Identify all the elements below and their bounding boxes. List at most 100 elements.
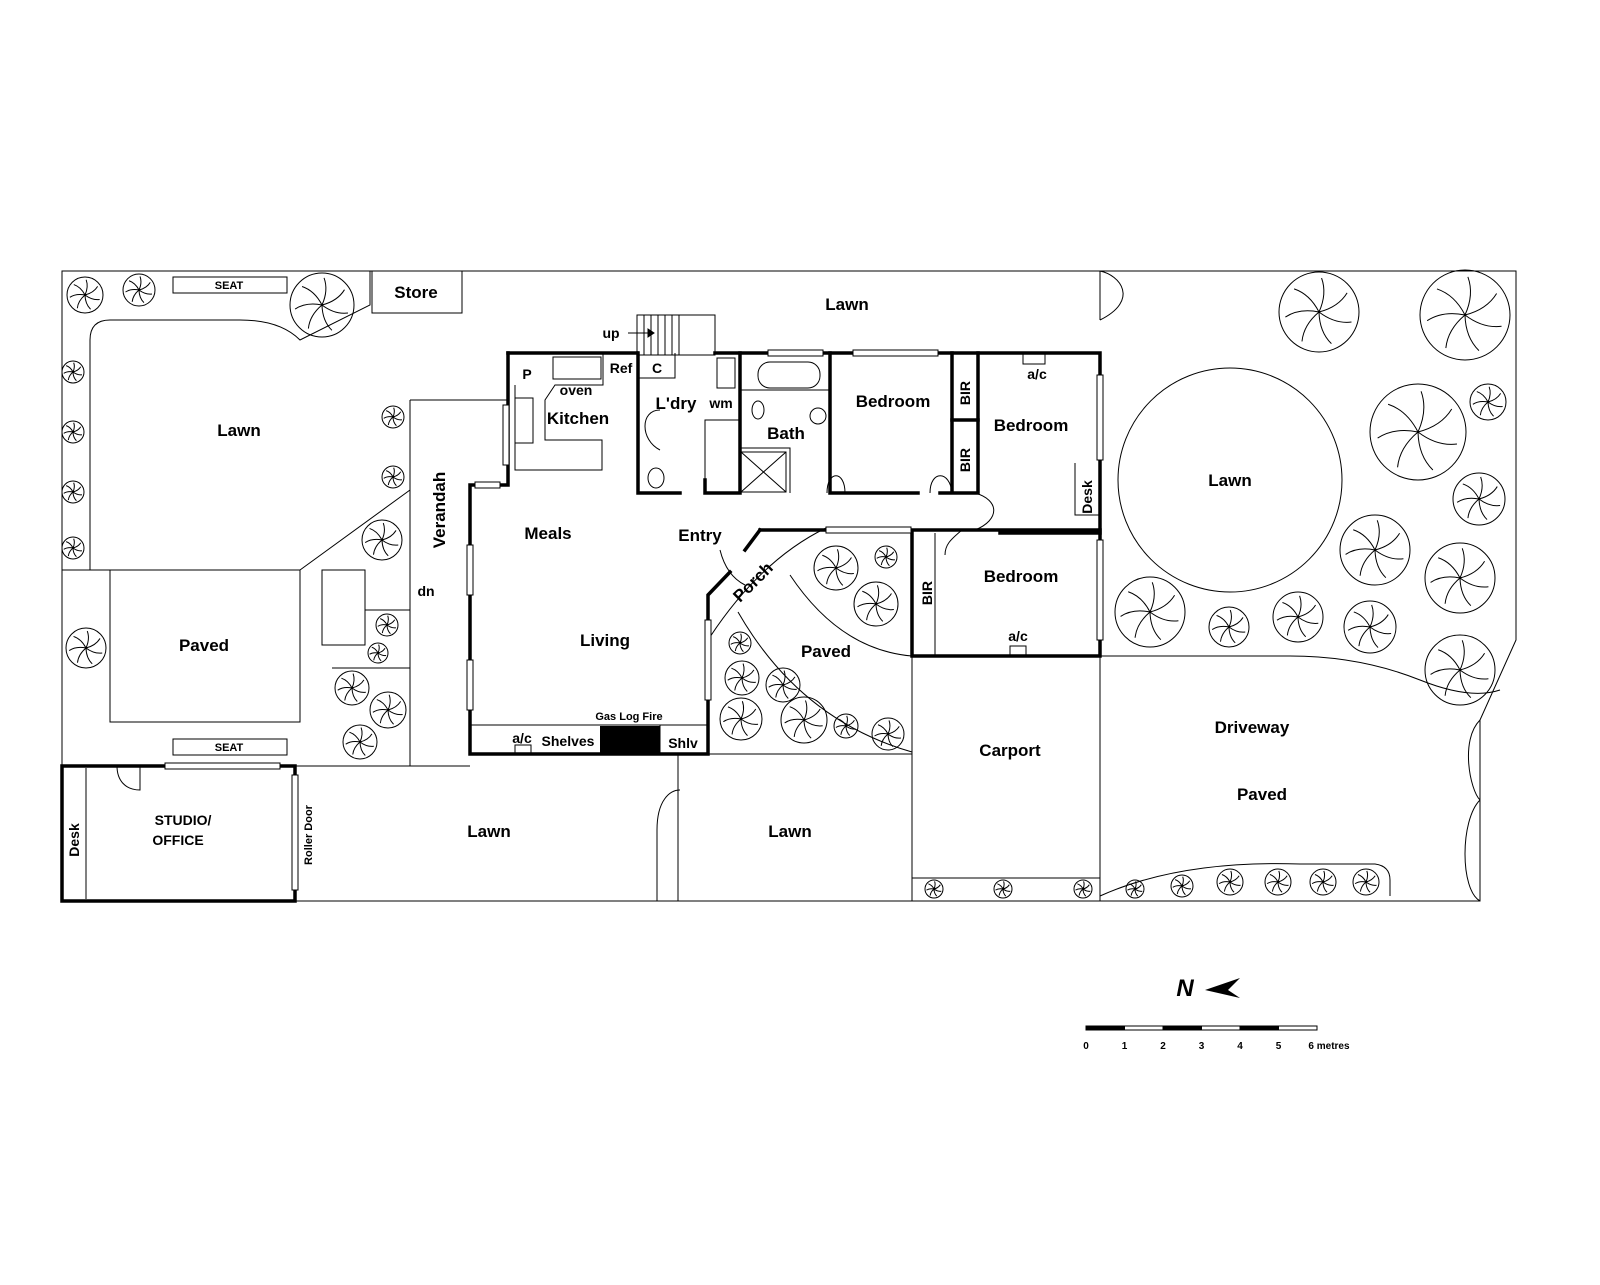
tree-icon: [66, 276, 104, 314]
desk-label: Desk: [66, 823, 82, 857]
tree-icon: [719, 697, 763, 741]
tree-icon: [993, 879, 1013, 899]
carport-label: Carport: [979, 741, 1041, 760]
roller-door-label: Roller Door: [303, 804, 315, 865]
tree-icon: [1208, 606, 1250, 648]
gas-log-fire: [600, 726, 660, 754]
scale-tick-label: 3: [1199, 1041, 1205, 1052]
tree-icon: [853, 581, 899, 627]
shelves-label: Shlv: [668, 735, 698, 751]
tree-icon: [1170, 874, 1194, 898]
ac-label: a/c: [1008, 628, 1028, 644]
scale-segment: [1278, 1025, 1318, 1031]
lawn-label: Lawn: [217, 421, 260, 440]
fridge-label: Ref: [610, 360, 633, 376]
driveway-label: Driveway: [1215, 718, 1290, 737]
tree-icon: [1369, 383, 1467, 481]
tree-icon: [871, 717, 905, 751]
porch-label: Porch: [729, 558, 777, 606]
tree-icon: [1343, 600, 1397, 654]
desk-label: Desk: [1079, 480, 1095, 514]
tree-icon: [334, 670, 370, 706]
lawn-label: Lawn: [825, 295, 868, 314]
bath-label: Bath: [767, 424, 805, 443]
tree-icon: [1073, 879, 1093, 899]
verandah-label: Verandah: [430, 472, 449, 549]
stairs: [628, 314, 716, 356]
tree-icon: [874, 545, 898, 569]
meals-label: Meals: [524, 524, 571, 543]
paved-label: Paved: [801, 642, 851, 661]
scale-segment: [1085, 1025, 1125, 1031]
trees: [61, 269, 1511, 899]
store-label: Store: [394, 283, 437, 302]
site-boundary: [61, 270, 1517, 902]
tree-icon: [65, 627, 107, 669]
oven-label: oven: [560, 382, 593, 398]
bir-label: BIR: [919, 581, 935, 605]
scale-segment: [1162, 1025, 1202, 1031]
north-label: N: [1176, 975, 1194, 1002]
shelves-label: Shelves: [542, 733, 595, 749]
garden-outlines: [62, 270, 1501, 901]
tree-icon: [1469, 383, 1507, 421]
scale-segment: [1239, 1025, 1279, 1031]
laundry-label: L'dry: [656, 394, 697, 413]
tree-icon: [1216, 868, 1244, 896]
bedroom-label: Bedroom: [856, 392, 931, 411]
lawn-label: Lawn: [1208, 471, 1251, 490]
paved-label: Paved: [179, 636, 229, 655]
office-label: OFFICE: [152, 832, 203, 848]
tree-icon: [342, 724, 378, 760]
scale-tick-label: 6 metres: [1308, 1041, 1350, 1052]
tree-icon: [1309, 868, 1337, 896]
tree-icon: [1424, 634, 1496, 706]
scale-segment: [1124, 1025, 1164, 1031]
tree-icon: [381, 405, 405, 429]
tree-icon: [1114, 576, 1186, 648]
lawn-label: Lawn: [768, 822, 811, 841]
tree-icon: [361, 519, 403, 561]
kitchen-label: Kitchen: [547, 409, 609, 428]
windows: [164, 349, 1104, 891]
tree-icon: [122, 273, 156, 307]
scale-tick-label: 0: [1083, 1041, 1089, 1052]
bedroom-label: Bedroom: [994, 416, 1069, 435]
ac-label: a/c: [1027, 366, 1047, 382]
tree-icon: [61, 536, 85, 560]
paved-label: Paved: [1237, 785, 1287, 804]
tree-icon: [1264, 868, 1292, 896]
gas-log-fire-label: Gas Log Fire: [595, 711, 662, 723]
scale-tick-label: 5: [1276, 1041, 1282, 1052]
scale-segment: [1201, 1025, 1241, 1031]
tree-icon: [924, 879, 944, 899]
tree-icon: [1352, 868, 1380, 896]
entry-label: Entry: [678, 526, 722, 545]
tree-icon: [1424, 542, 1496, 614]
lawn-label: Lawn: [467, 822, 510, 841]
scale-tick-label: 4: [1237, 1041, 1243, 1052]
north-arrow: N: [1176, 975, 1240, 1002]
tree-icon: [1272, 591, 1324, 643]
tree-icon: [780, 696, 828, 744]
dn-label: dn: [417, 583, 434, 599]
tree-icon: [289, 272, 355, 338]
room-labels: Store SEAT SEAT Lawn Paved Verandah dn u…: [66, 280, 1290, 865]
tree-icon: [1125, 879, 1145, 899]
tree-icon: [375, 613, 399, 637]
tree-icon: [1339, 514, 1411, 586]
tree-icon: [813, 545, 859, 591]
bir-label: BIR: [957, 381, 973, 405]
gate-arcs: [656, 270, 1481, 902]
bedroom-label: Bedroom: [984, 567, 1059, 586]
house-fittings: [116, 353, 1100, 791]
ac-label: a/c: [512, 730, 532, 746]
tree-icon: [1419, 269, 1511, 361]
tree-icon: [381, 465, 405, 489]
north-arrow-icon: [1205, 978, 1240, 998]
bir-label: BIR: [957, 448, 973, 472]
pantry-label: P: [522, 366, 531, 382]
tree-icon: [833, 713, 859, 739]
